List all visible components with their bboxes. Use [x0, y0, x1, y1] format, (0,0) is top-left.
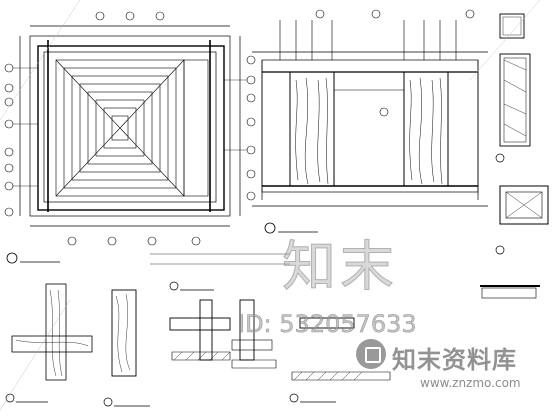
- watermark-brand-large: 知末: [282, 235, 398, 299]
- watermark-url: www.znzmo.com: [420, 376, 521, 390]
- section-details-right: [480, 13, 549, 299]
- watermark-id: ID: 532057633: [238, 310, 417, 339]
- elevation-drawing: [252, 9, 488, 234]
- bottom-section-details: [5, 253, 391, 407]
- watermark-logo-icon: [356, 339, 386, 369]
- ceiling-plan: [4, 11, 256, 264]
- watermark-diagonal-pattern: [0, 0, 541, 411]
- watermark-library-name: 知末资料库: [392, 346, 517, 374]
